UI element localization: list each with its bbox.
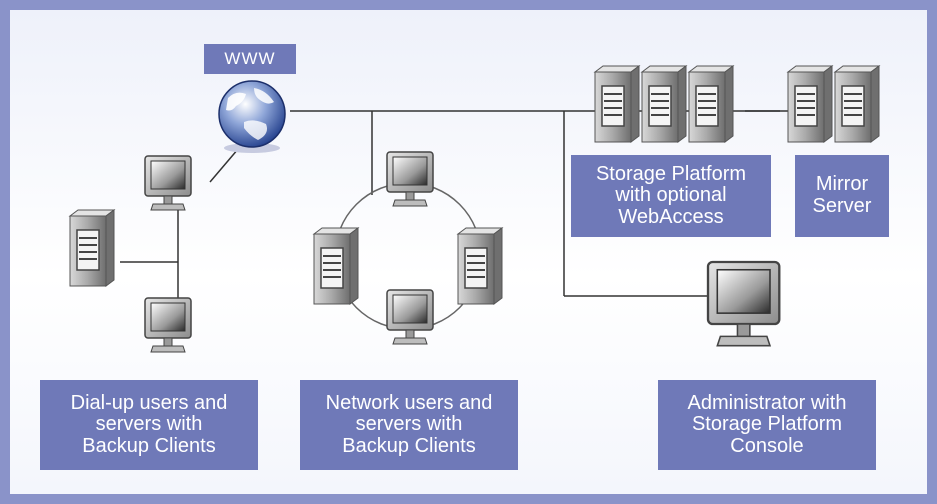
administrator-text: Administrator with Storage Platform Cons…	[687, 391, 847, 457]
server-icon	[594, 65, 640, 143]
network-server-left	[313, 227, 359, 305]
network-server-right	[457, 227, 503, 305]
storage-server-2	[641, 65, 687, 143]
dialup-monitor-top	[144, 155, 192, 211]
globe-icon	[218, 80, 286, 153]
www-text: WWW	[224, 48, 276, 68]
mirror-server-2	[834, 65, 880, 143]
network-monitor-top	[386, 151, 434, 207]
monitor-icon	[706, 260, 781, 347]
www-label: WWW	[204, 44, 296, 74]
network-monitor-bottom	[386, 289, 434, 345]
network-users-label: Network users and servers with Backup Cl…	[300, 380, 518, 470]
mirror-server-label: Mirror Server	[795, 155, 889, 237]
monitor-icon	[144, 297, 192, 353]
server-icon	[688, 65, 734, 143]
dialup-monitor-bottom	[144, 297, 192, 353]
mirror-server-1	[787, 65, 833, 143]
network-users-text: Network users and servers with Backup Cl…	[325, 391, 493, 457]
storage-server-1	[594, 65, 640, 143]
monitor-icon	[144, 155, 192, 211]
server-icon	[787, 65, 833, 143]
monitor-icon	[386, 289, 434, 345]
monitor-icon	[386, 151, 434, 207]
dialup-users-text: Dial-up users and servers with Backup Cl…	[70, 391, 228, 457]
admin-console	[706, 260, 781, 347]
dialup-users-label: Dial-up users and servers with Backup Cl…	[40, 380, 258, 470]
server-icon	[834, 65, 880, 143]
storage-server-3	[688, 65, 734, 143]
server-icon	[641, 65, 687, 143]
server-icon	[457, 227, 503, 305]
dialup-server	[69, 209, 115, 287]
storage-platform-label: Storage Platform with optional WebAccess	[571, 155, 771, 237]
administrator-label: Administrator with Storage Platform Cons…	[658, 380, 876, 470]
storage-platform-text: Storage Platform with optional WebAccess	[595, 162, 747, 228]
mirror-server-text: Mirror Server	[812, 173, 872, 217]
server-icon	[69, 209, 115, 287]
server-icon	[313, 227, 359, 305]
